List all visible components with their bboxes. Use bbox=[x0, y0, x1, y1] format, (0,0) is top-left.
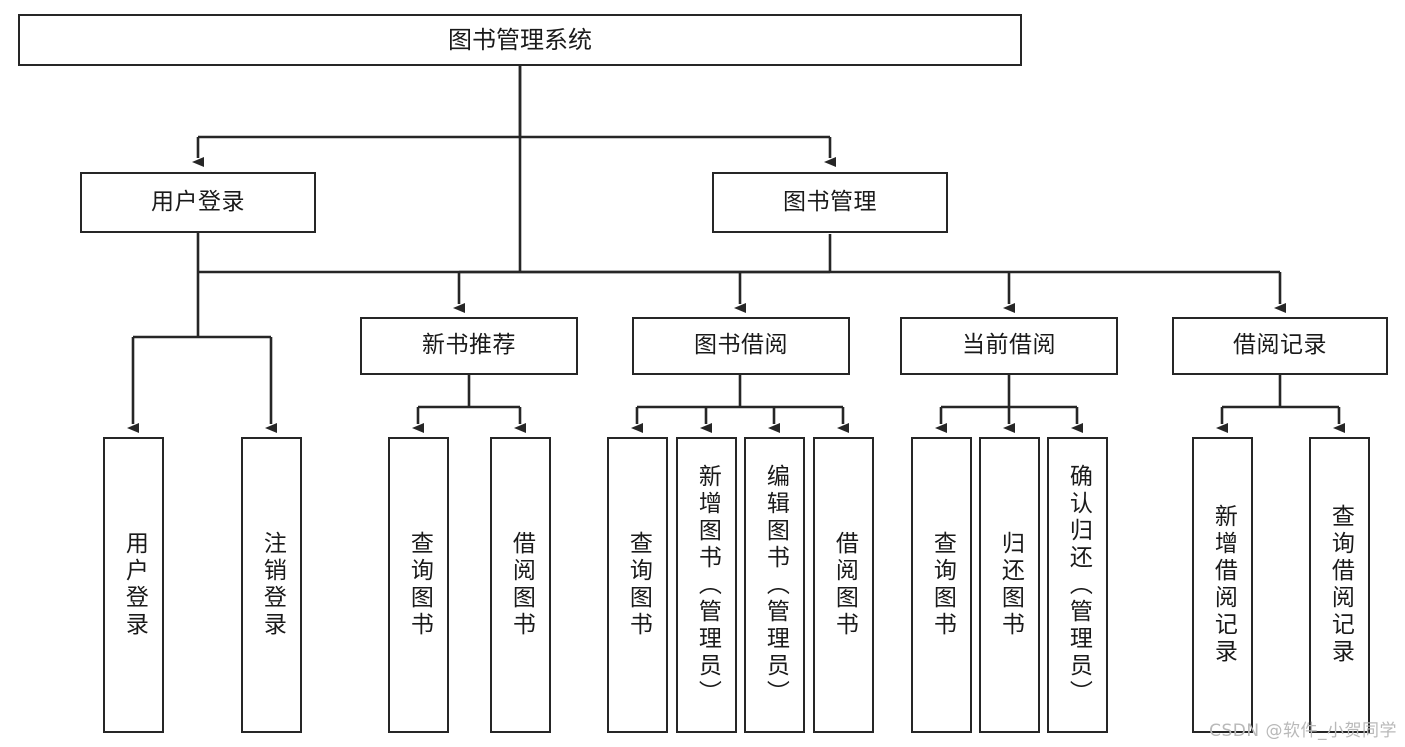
node-leaf-bk-add-label: 新增图书（管理员） bbox=[694, 463, 721, 707]
csdn-watermark: CSDN @软件_小贺同学 bbox=[1209, 721, 1397, 741]
node-leaf-logout[interactable]: 注销登录 bbox=[241, 437, 302, 733]
node-leaf-user-login[interactable]: 用户登录 bbox=[103, 437, 164, 733]
node-leaf-nb-borrow-label: 借阅图书 bbox=[508, 531, 535, 639]
node-leaf-nb-query-label: 查询图书 bbox=[406, 531, 433, 639]
node-leaf-bk-edit-label: 编辑图书（管理员） bbox=[762, 463, 789, 707]
node-borrow-record-label: 借阅记录 bbox=[1233, 332, 1327, 359]
node-leaf-nb-borrow[interactable]: 借阅图书 bbox=[490, 437, 551, 733]
node-new-book[interactable]: 新书推荐 bbox=[360, 317, 578, 375]
node-leaf-bk-borrow[interactable]: 借阅图书 bbox=[813, 437, 874, 733]
node-current-borrow-label: 当前借阅 bbox=[962, 332, 1056, 359]
node-leaf-bk-query-label: 查询图书 bbox=[625, 531, 652, 639]
node-leaf-cur-query[interactable]: 查询图书 bbox=[911, 437, 972, 733]
node-borrow-record[interactable]: 借阅记录 bbox=[1172, 317, 1388, 375]
node-root[interactable]: 图书管理系统 bbox=[18, 14, 1022, 66]
node-book-borrow-label: 图书借阅 bbox=[694, 332, 788, 359]
node-leaf-rec-query-label: 查询借阅记录 bbox=[1327, 504, 1354, 666]
node-leaf-cur-return[interactable]: 归还图书 bbox=[979, 437, 1040, 733]
node-root-label: 图书管理系统 bbox=[448, 25, 592, 54]
node-leaf-cur-return-label: 归还图书 bbox=[997, 531, 1024, 639]
node-current-borrow[interactable]: 当前借阅 bbox=[900, 317, 1118, 375]
node-leaf-cur-confirm-label: 确认归还（管理员） bbox=[1065, 463, 1092, 707]
node-leaf-cur-query-label: 查询图书 bbox=[929, 531, 956, 639]
node-leaf-rec-add-label: 新增借阅记录 bbox=[1210, 504, 1237, 666]
node-leaf-bk-borrow-label: 借阅图书 bbox=[831, 531, 858, 639]
node-user-login-label: 用户登录 bbox=[151, 188, 245, 215]
node-book-borrow[interactable]: 图书借阅 bbox=[632, 317, 850, 375]
node-leaf-bk-edit[interactable]: 编辑图书（管理员） bbox=[744, 437, 805, 733]
node-leaf-bk-query[interactable]: 查询图书 bbox=[607, 437, 668, 733]
node-user-login[interactable]: 用户登录 bbox=[80, 172, 316, 233]
node-leaf-bk-add[interactable]: 新增图书（管理员） bbox=[676, 437, 737, 733]
node-book-manage-label: 图书管理 bbox=[783, 188, 877, 215]
node-leaf-user-login-label: 用户登录 bbox=[121, 531, 148, 639]
node-leaf-nb-query[interactable]: 查询图书 bbox=[388, 437, 449, 733]
node-new-book-label: 新书推荐 bbox=[422, 332, 516, 359]
node-leaf-cur-confirm[interactable]: 确认归还（管理员） bbox=[1047, 437, 1108, 733]
node-leaf-rec-query[interactable]: 查询借阅记录 bbox=[1309, 437, 1370, 733]
node-leaf-rec-add[interactable]: 新增借阅记录 bbox=[1192, 437, 1253, 733]
node-leaf-logout-label: 注销登录 bbox=[259, 531, 286, 639]
node-book-manage[interactable]: 图书管理 bbox=[712, 172, 948, 233]
